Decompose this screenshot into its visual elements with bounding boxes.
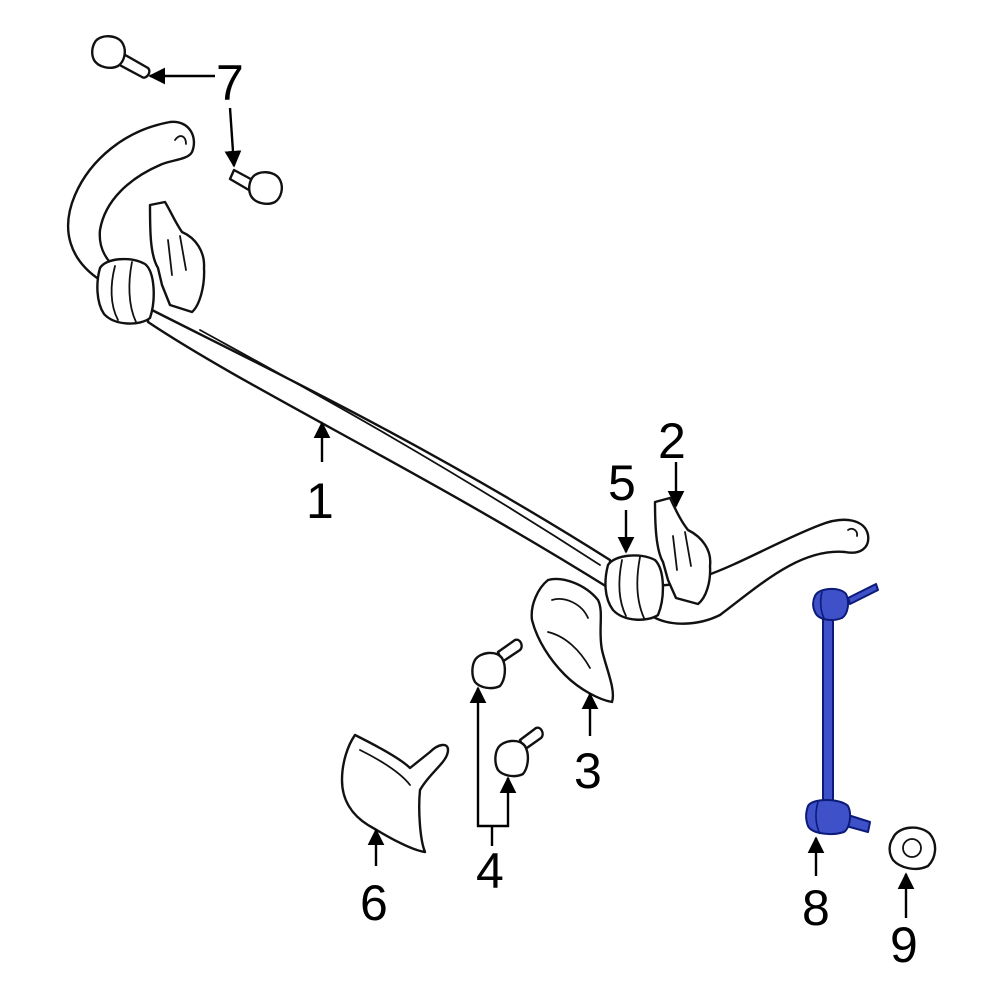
bracket-left[interactable] <box>148 200 206 314</box>
leader-7-down <box>224 107 242 168</box>
callout-5: 5 <box>608 455 636 511</box>
callout-1: 1 <box>306 473 334 529</box>
shield-plate[interactable] <box>530 577 615 704</box>
bolt-upper[interactable] <box>471 638 523 690</box>
callouts: 1 2 3 4 5 6 7 8 9 <box>216 55 918 973</box>
bracket-right[interactable] <box>653 496 712 606</box>
callout-6: 6 <box>360 875 388 931</box>
bolt-lower[interactable] <box>494 726 544 778</box>
stabilizer-bar[interactable] <box>67 120 870 625</box>
leader-lines <box>148 67 915 918</box>
callout-9: 9 <box>890 917 918 973</box>
callout-4: 4 <box>476 843 504 899</box>
callout-7: 7 <box>216 55 244 111</box>
callout-2: 2 <box>658 413 686 469</box>
stabilizer-link-highlighted[interactable] <box>805 583 879 835</box>
nut[interactable] <box>888 826 937 871</box>
callout-3: 3 <box>574 743 602 799</box>
lower-bracket[interactable] <box>340 733 450 854</box>
bushing-left[interactable] <box>96 257 155 325</box>
bolt-top-mid[interactable] <box>228 168 283 205</box>
bolt-top-left[interactable] <box>91 35 151 79</box>
bushing-right[interactable] <box>604 554 665 621</box>
callout-8: 8 <box>802 880 830 936</box>
